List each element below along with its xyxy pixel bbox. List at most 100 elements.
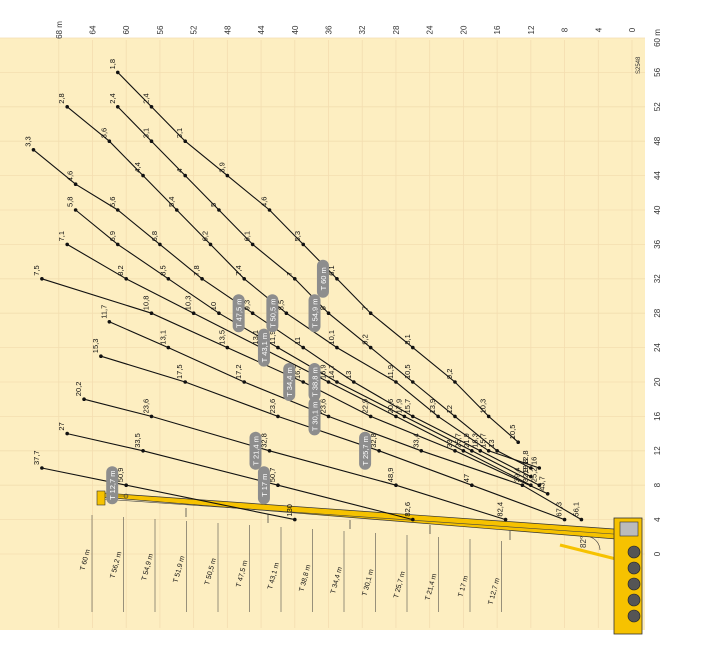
capacity-label: 10,5	[508, 425, 517, 440]
curve-tag-label: T 47,5 m	[235, 298, 244, 327]
capacity-label: 39,4	[512, 468, 521, 483]
capacity-label: 33,4	[411, 433, 420, 448]
curve-tag	[308, 363, 321, 401]
curve-point	[217, 311, 221, 316]
curve-point	[461, 449, 466, 453]
boom-angle-label: 82°	[579, 536, 588, 548]
curve-point	[326, 380, 331, 384]
curve-point	[73, 208, 78, 212]
capacity-label: 10,1	[327, 330, 336, 345]
curve-point	[545, 492, 550, 496]
capacity-label: 2,4	[141, 93, 150, 103]
height-tick-label: 60 m	[653, 29, 662, 47]
capacity-label: 22,9	[361, 399, 370, 414]
capacity-label: 15,3	[91, 339, 100, 354]
capacity-label: 15,7	[403, 399, 412, 414]
curve-tag	[232, 294, 245, 333]
capacity-label: 33,5	[133, 433, 142, 448]
curve-point	[503, 517, 508, 522]
curve-point	[149, 105, 154, 109]
capacity-label: 20,2	[74, 382, 83, 397]
curve-tag	[316, 259, 329, 298]
capacity-label: 6,2	[201, 231, 210, 241]
curve-point	[73, 182, 78, 186]
capacity-label: 5,3	[293, 231, 302, 241]
curve-point	[377, 449, 381, 453]
curve-point	[141, 173, 145, 178]
curve-point	[495, 449, 499, 453]
curve-point	[217, 208, 221, 212]
capacity-label: 3,1	[141, 128, 150, 138]
curve-point	[301, 242, 306, 247]
curve-tag	[359, 431, 372, 470]
wheel	[627, 561, 641, 575]
curve-point	[183, 173, 188, 178]
curve-point	[183, 139, 188, 143]
capacity-label: 8,2	[116, 265, 125, 275]
capacity-label: 13	[344, 371, 353, 379]
curve-point	[368, 414, 373, 419]
curve-point	[394, 380, 398, 384]
height-tick-label: 44	[653, 171, 662, 180]
curve-point	[183, 380, 188, 384]
wheel	[627, 609, 641, 623]
height-tick-label: 4	[653, 517, 662, 522]
curve-tag-label: T 50,5 m	[268, 298, 277, 327]
capacity-label: 50,9	[116, 468, 125, 483]
capacity-label: 67,3	[555, 502, 564, 517]
curve-point	[293, 277, 297, 281]
curve-tags: T 60 mT 54,9 mT 50,5 mT 47,5 mT 43,1 mT …	[106, 259, 372, 505]
capacity-label: 25,2	[529, 468, 538, 483]
curve-tag-label: T 43,1 m	[260, 333, 269, 362]
height-tick-label: 8	[653, 482, 662, 487]
curve-point	[276, 345, 280, 350]
capacity-label: 15,7	[479, 433, 488, 448]
curve-point	[301, 345, 306, 350]
curve-point	[301, 380, 306, 384]
curve-point	[470, 483, 474, 488]
height-tick-label: 56	[653, 67, 662, 76]
curve-tag-label: T 21,4 m	[252, 436, 261, 465]
capacity-label: 6,9	[108, 231, 117, 241]
curve-point	[486, 449, 491, 453]
height-tick-label: 48	[653, 136, 662, 145]
capacity-label: 7,5	[32, 265, 41, 275]
curve-point	[335, 380, 339, 384]
curve-point	[250, 242, 255, 247]
curve-point	[352, 380, 356, 384]
radius-tick-label: 40	[291, 25, 300, 34]
capacity-label: 1,8	[108, 59, 117, 69]
capacity-label: 10	[209, 302, 218, 310]
capacity-label: 7,1	[57, 231, 66, 241]
curve-tag	[283, 363, 296, 401]
radius-tick-label: 28	[392, 25, 401, 34]
curve-point	[174, 208, 179, 212]
capacity-label: 17,2	[234, 364, 243, 379]
curve-tag-label: T 30,1 m	[311, 402, 320, 431]
curve-point	[166, 277, 171, 281]
capacity-label: 12,8	[521, 450, 530, 465]
curve-tag-label: T 25,7 m	[361, 436, 370, 465]
capacity-label: 11,7	[99, 305, 108, 319]
hook	[123, 493, 129, 499]
curve-tag	[266, 294, 279, 333]
curve-point	[267, 449, 272, 453]
curve-point	[529, 466, 533, 470]
radius-tick-label: 4	[594, 27, 603, 32]
height-tick-label: 36	[653, 239, 662, 248]
curve-tag	[249, 431, 262, 470]
chart-background	[0, 38, 645, 630]
capacity-label: 13,9	[428, 399, 437, 414]
curve-point	[411, 517, 415, 522]
curve-group: 7,18,210,313,116,920,625,732,9	[57, 231, 533, 488]
boom-edge	[101, 498, 629, 536]
capacity-label: 17,9	[394, 399, 403, 414]
curve-point	[419, 449, 424, 453]
capacity-label: 8,5	[276, 300, 285, 310]
curve-point	[158, 242, 162, 247]
curve-point	[115, 70, 120, 75]
